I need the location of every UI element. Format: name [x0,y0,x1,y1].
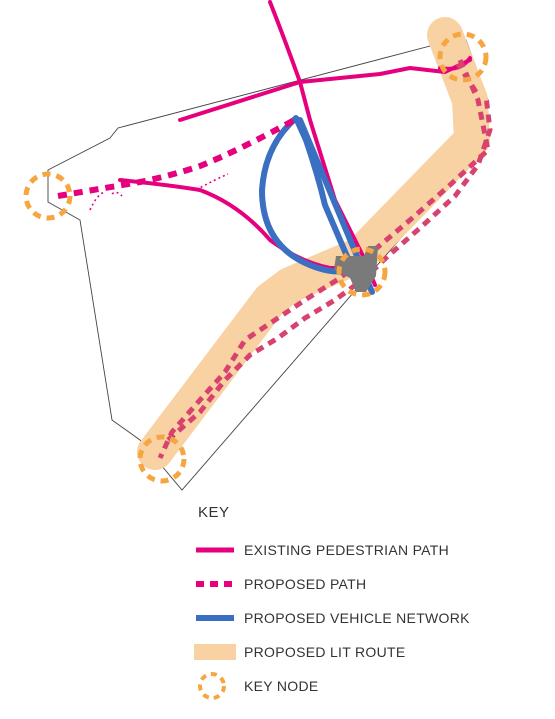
key-node-south [137,434,187,484]
lit-route-band [137,17,490,470]
legend-label: PROPOSED VEHICLE NETWORK [244,610,470,626]
site-boundary [47,39,489,491]
existing-path-swatch-icon [192,539,238,561]
dashed-circle-icon [192,672,238,700]
lit-route-swatch-icon [192,641,238,663]
existing-pedestrian-paths [118,0,472,287]
legend-item-proposed-path: PROPOSED PATH [192,567,542,601]
key-node-north-east [437,31,489,83]
map-legend: KEY EXISTING PEDESTRIAN PATH PROPOSED PA… [192,504,542,703]
legend-item-proposed-lit-route: PROPOSED LIT ROUTE [192,635,542,669]
proposed-paths [57,58,493,460]
legend-item-proposed-vehicle-network: PROPOSED VEHICLE NETWORK [192,601,542,635]
legend-label: PROPOSED PATH [244,576,367,592]
key-nodes [23,31,489,484]
vehicle-network [259,115,355,275]
legend-item-key-node: KEY NODE [192,669,542,703]
proposed-path-swatch-icon [192,573,238,595]
legend-item-existing-pedestrian-path: EXISTING PEDESTRIAN PATH [192,533,542,567]
legend-label: PROPOSED LIT ROUTE [244,644,406,660]
legend-label: KEY NODE [244,678,319,694]
key-node-west [23,171,73,221]
legend-title: KEY [198,504,230,521]
key-node-central [336,246,388,298]
vehicle-network-swatch-icon [192,607,238,629]
legend-label: EXISTING PEDESTRIAN PATH [244,542,450,558]
